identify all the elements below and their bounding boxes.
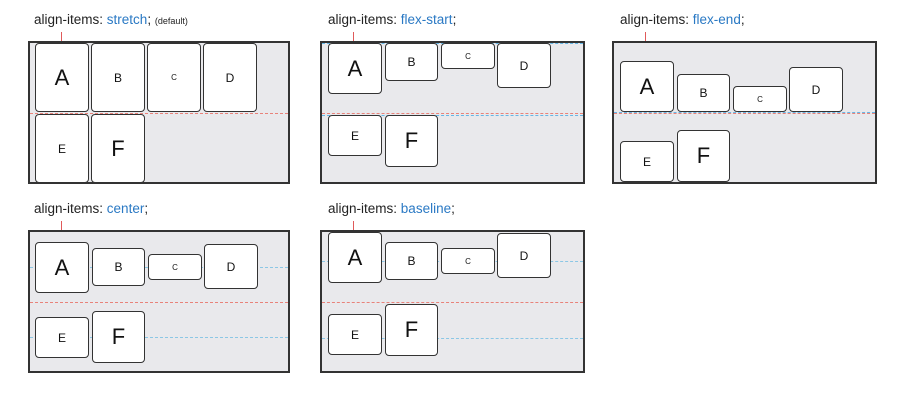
flex-item-a: A — [620, 61, 674, 112]
flex-item-d: D — [497, 43, 551, 88]
caption-tick — [61, 32, 62, 41]
cross-axis-line — [322, 113, 583, 114]
caption-value: flex-end — [692, 12, 741, 27]
flex-item-a: A — [328, 232, 382, 283]
flex-item-c: C — [441, 248, 495, 274]
flex-item-f: F — [677, 130, 730, 182]
caption-stretch: align-items: stretch; (default) — [34, 12, 188, 29]
panel-flex-start: align-items: flex-start; A B C D E F — [320, 10, 585, 190]
cross-axis-line — [322, 302, 583, 303]
flex-item-c: C — [147, 43, 201, 112]
caption-flex-start: align-items: flex-start; — [328, 12, 456, 28]
row2-top-guide — [322, 115, 583, 116]
caption-suffix: ; — [451, 201, 455, 216]
caption-tick — [645, 32, 646, 41]
flex-item-d: D — [204, 244, 258, 289]
caption-value: center — [106, 201, 145, 216]
caption-note: (default) — [154, 16, 188, 26]
caption-flex-end: align-items: flex-end; — [620, 12, 745, 28]
caption-property: align-items: — [34, 201, 104, 216]
flex-item-b: B — [91, 43, 145, 112]
row1-bottom-guide — [614, 112, 875, 113]
caption-baseline: align-items: baseline; — [328, 201, 455, 217]
flex-item-c: C — [441, 43, 495, 69]
row2-baseline-guide — [322, 338, 583, 339]
panel-center: align-items: center; A B C D E F — [28, 199, 293, 379]
cross-axis-line — [30, 302, 288, 303]
flex-item-d: D — [497, 233, 551, 278]
caption-value: baseline — [400, 201, 452, 216]
flex-item-d: D — [203, 43, 257, 112]
caption-suffix: ; — [144, 201, 149, 216]
flex-container: A B C D E F — [28, 230, 290, 373]
flex-item-e: E — [328, 314, 382, 355]
flex-container: A B C D E F — [320, 41, 585, 184]
flex-item-a: A — [35, 242, 89, 293]
caption-suffix: ; — [740, 12, 745, 27]
caption-property: align-items: — [328, 12, 398, 27]
caption-tick — [61, 221, 62, 230]
panel-baseline: align-items: baseline; A B C D E F — [320, 199, 585, 379]
bottom-edge-guide — [614, 182, 875, 183]
cross-axis-line — [614, 113, 875, 114]
panel-stretch: align-items: stretch; (default) A B C D … — [28, 10, 293, 190]
flex-item-a: A — [328, 43, 382, 94]
flex-item-f: F — [385, 115, 438, 167]
flex-item-e: E — [328, 115, 382, 156]
flex-item-b: B — [677, 74, 730, 112]
caption-suffix: ; — [147, 12, 152, 27]
flex-item-a: A — [35, 43, 89, 112]
caption-tick — [353, 221, 354, 230]
flex-container: A B C D E F — [28, 41, 290, 184]
flex-item-d: D — [789, 67, 843, 112]
cross-axis-line — [30, 113, 288, 114]
caption-property: align-items: — [328, 201, 398, 216]
flex-item-f: F — [385, 304, 438, 356]
flex-item-e: E — [35, 317, 89, 358]
caption-suffix: ; — [452, 12, 457, 27]
caption-property: align-items: — [620, 12, 690, 27]
flex-item-c: C — [733, 86, 787, 112]
caption-value: stretch — [106, 12, 148, 27]
flex-item-f: F — [91, 114, 145, 182]
flex-container: A B C D E F — [612, 41, 877, 184]
flex-item-e: E — [35, 114, 89, 182]
flex-container: A B C D E F — [320, 230, 585, 373]
flex-item-b: B — [385, 242, 438, 280]
caption-property: align-items: — [34, 12, 104, 27]
flex-item-b: B — [385, 43, 438, 81]
panel-flex-end: align-items: flex-end; A B C D E F — [612, 10, 882, 190]
flex-item-c: C — [148, 254, 202, 280]
flex-item-b: B — [92, 248, 145, 286]
caption-tick — [353, 32, 354, 41]
flex-item-f: F — [92, 311, 145, 363]
row2-center-guide — [30, 337, 288, 338]
flex-item-e: E — [620, 141, 674, 182]
caption-value: flex-start — [400, 12, 453, 27]
caption-center: align-items: center; — [34, 201, 148, 217]
